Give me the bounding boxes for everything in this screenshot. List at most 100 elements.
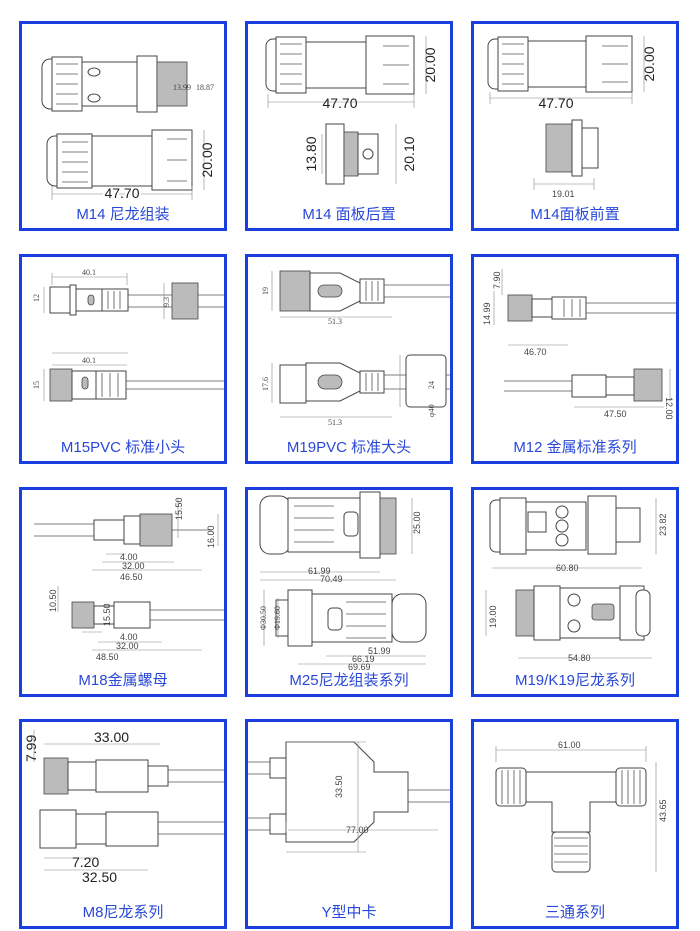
technical-drawing: 13.99 18.87 20.00 47.70: [41, 55, 215, 203]
technical-drawing: 19 51.3 17.6 24 51.3 φ40: [261, 270, 450, 427]
product-card-m14-panel-rear[interactable]: 20.00 47.70 13.80 20.10 M14 面板后置: [245, 21, 453, 231]
tee-connector-drawing: [495, 767, 647, 873]
technical-drawing: 20.00 47.70 19.01: [487, 35, 657, 199]
panel-connector-drawing: [325, 123, 379, 185]
dim-diameter-2: 15: [32, 381, 41, 389]
dim-diameter-2: 12.00: [664, 397, 674, 420]
dim-length-b: 70.49: [320, 574, 343, 584]
dim-length: 40.1: [82, 268, 96, 277]
dim-bottom-a: 4.00: [120, 632, 138, 642]
technical-drawing: 7.99 33.00 7.20 32.50: [23, 729, 224, 885]
dim-length: 60.80: [556, 563, 579, 573]
dim-bottom-b: 32.00: [116, 641, 139, 651]
connector-drawing-top: [49, 282, 224, 320]
dim-length-c: 51.99: [368, 646, 391, 656]
connector-drawing-top: [259, 491, 397, 559]
product-label[interactable]: M25尼龙组装系列: [289, 672, 409, 689]
product-label[interactable]: M15PVC 标准小头: [60, 439, 186, 456]
dim-diameter: 12: [32, 294, 41, 302]
dim-nut-length-2: 7.20: [72, 854, 99, 870]
technical-drawing: 23.82 60.80 19.00 54.80: [485, 495, 668, 663]
dim-length-d: 66.19: [352, 654, 375, 664]
dim-nut-width: 24: [427, 381, 436, 389]
product-card-m14-panel-front[interactable]: 20.00 47.70 19.01 M14面板前置: [471, 21, 679, 231]
dim-top-a: 4.00: [120, 552, 138, 562]
connector-drawing-top: [43, 757, 224, 795]
dim-length: 47.70: [104, 185, 139, 201]
dim-top-b: 32.00: [122, 561, 145, 571]
connector-drawing-top: [487, 35, 633, 93]
product-label[interactable]: M14 面板后置: [302, 206, 396, 223]
product-card-y-type[interactable]: 33.50 77.00 Y型中卡: [245, 719, 453, 929]
product-label[interactable]: M19/K19尼龙系列: [514, 672, 636, 689]
dim-panel-height: 13.80: [303, 136, 319, 171]
product-label[interactable]: M14面板前置: [530, 206, 620, 223]
dim-height: 33.50: [334, 775, 344, 798]
product-card-tee[interactable]: 61.00 43.65 三通系列: [471, 719, 679, 929]
connector-drawing-top: [41, 55, 188, 113]
dim-top-nut: 15.50: [174, 497, 184, 520]
connector-drawing-bottom: [504, 368, 663, 402]
connector-drawing-bottom: [279, 354, 450, 408]
product-label[interactable]: 三通系列: [544, 904, 605, 921]
connector-drawing-bottom: [515, 585, 651, 641]
product-label[interactable]: M8尼龙系列: [82, 904, 164, 921]
product-card-m12-metal-standard[interactable]: 7.90 14.99 46.70 47.50 12.00 M12 金属标准系列: [471, 254, 679, 464]
product-label[interactable]: M18金属螺母: [78, 672, 168, 689]
dim-diameter-inner: 13.99: [173, 83, 191, 92]
dim-nut-length: 7.99: [23, 735, 39, 762]
dim-length: 46.70: [524, 347, 547, 357]
connector-drawing-bottom: [49, 368, 224, 402]
dim-panel-width: 20.10: [401, 136, 417, 171]
product-card-m19-pvc-large[interactable]: 19 51.3 17.6 24 51.3 φ40 M19PVC 标准大头: [245, 254, 453, 464]
dim-height: 25.00: [412, 511, 422, 534]
product-card-m19-k19-nylon[interactable]: 23.82 60.80 19.00 54.80 M19/K19尼龙系列: [471, 487, 679, 697]
technical-drawing: 40.1 12 9.3 40.1 15: [32, 268, 224, 402]
connector-drawing-top: [265, 35, 415, 95]
dim-nut-diameter: 9.3: [162, 297, 171, 307]
dim-length-e: 69.69: [348, 662, 371, 670]
dim-height-2: 17.6: [261, 377, 270, 391]
dim-length-2: 47.50: [604, 409, 627, 419]
dim-height: 20.00: [422, 47, 438, 82]
product-card-m14-nylon-assembly[interactable]: 13.99 18.87 20.00 47.70 M14 尼龙组装: [19, 21, 227, 231]
dim-length: 47.70: [322, 95, 357, 111]
product-label[interactable]: Y型中卡: [321, 904, 377, 921]
connector-drawing-bottom: [275, 589, 427, 647]
dim-length-2: 32.50: [82, 869, 117, 885]
dim-length: 51.3: [328, 317, 342, 326]
dim-length: 33.00: [94, 729, 129, 745]
product-label[interactable]: M19PVC 标准大头: [286, 439, 412, 456]
dim-width: 61.00: [558, 740, 581, 750]
technical-drawing: 25.00 61.99 70.49 Φ30.50 Φ19.60 51.99 66…: [259, 491, 427, 670]
dim-bottom-c: 48.50: [96, 652, 119, 662]
dim-length-2: 51.3: [328, 418, 342, 427]
dim-nut-diameter: φ40: [427, 404, 436, 417]
connector-drawing-bottom: [39, 809, 224, 849]
connector-drawing-top: [279, 270, 450, 312]
dim-diameter: 14.99: [482, 302, 492, 325]
dim-height: 20.00: [199, 142, 215, 177]
dim-height: 23.82: [658, 513, 668, 536]
product-card-m18-metal-nut[interactable]: 15.50 16.00 4.00 32.00 46.50 10.50 15.50…: [19, 487, 227, 697]
dim-length-2: 54.80: [568, 653, 591, 663]
connector-drawing-bottom: [71, 601, 224, 629]
product-label[interactable]: M12 金属标准系列: [513, 439, 637, 456]
dim-panel-width: 19.01: [552, 189, 575, 199]
dim-nut-length: 7.90: [492, 271, 502, 289]
dim-height: 20.00: [641, 46, 657, 81]
technical-drawing: 20.00 47.70 13.80 20.10: [265, 35, 438, 185]
product-label[interactable]: M14 尼龙组装: [76, 206, 170, 223]
product-card-m8-nylon[interactable]: 7.99 33.00 7.20 32.50 M8尼龙系列: [19, 719, 227, 929]
technical-drawing: 7.90 14.99 46.70 47.50 12.00: [482, 269, 676, 420]
dim-height: 19: [261, 287, 270, 295]
connector-drawing-top: [489, 495, 641, 555]
product-card-m15-pvc-small[interactable]: 40.1 12 9.3 40.1 15 M15PVC 标准小头: [19, 254, 227, 464]
technical-drawing: 15.50 16.00 4.00 32.00 46.50 10.50 15.50…: [34, 497, 224, 662]
connector-drawing-bottom: [46, 129, 193, 191]
dim-top-c: 46.50: [120, 572, 143, 582]
dim-length-2: 40.1: [82, 356, 96, 365]
dim-length: 47.70: [538, 95, 573, 111]
dim-height-2: 19.00: [488, 605, 498, 628]
product-card-m25-nylon-assembly[interactable]: 25.00 61.99 70.49 Φ30.50 Φ19.60 51.99 66…: [245, 487, 453, 697]
